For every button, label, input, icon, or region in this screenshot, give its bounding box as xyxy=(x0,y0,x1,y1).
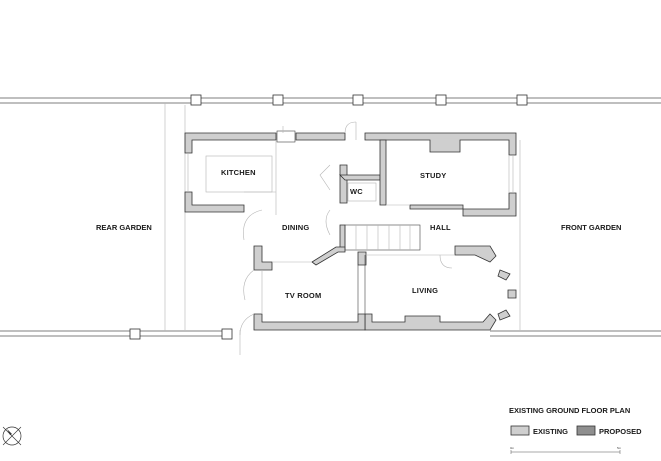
dining-label: DINING xyxy=(282,223,309,232)
north-arrow-icon xyxy=(2,426,22,446)
wc-label: WC xyxy=(350,187,363,196)
interior-lines xyxy=(187,121,514,336)
existing-walls xyxy=(184,132,517,331)
legend-proposed-label: PROPOSED xyxy=(599,427,642,436)
fence-post xyxy=(272,94,284,106)
legend: EXISTING GROUND FLOOR PLAN EXISTING PROP… xyxy=(509,406,642,436)
legend-existing-swatch xyxy=(510,425,530,436)
rear-garden-label: REAR GARDEN xyxy=(96,223,152,232)
legend-existing-label: EXISTING xyxy=(533,427,568,436)
front-garden-label: FRONT GARDEN xyxy=(561,223,621,232)
fence-post xyxy=(435,94,447,106)
tv-room-label: TV ROOM xyxy=(285,291,321,300)
living-label: LIVING xyxy=(412,286,438,295)
hall-label: HALL xyxy=(430,223,451,232)
bottom-boundary-fence xyxy=(0,328,661,340)
scale-end: 5m xyxy=(617,446,622,450)
legend-proposed-swatch xyxy=(576,425,596,436)
top-boundary-fence xyxy=(0,94,661,106)
fence-post xyxy=(190,94,202,106)
scale-start: 0m xyxy=(510,446,515,450)
fence-post xyxy=(352,94,364,106)
scale-bar: 0m 5m xyxy=(510,446,622,454)
room-labels: KITCHEN WC STUDY DINING HALL TV ROOM LIV… xyxy=(221,168,451,300)
fence-post xyxy=(516,94,528,106)
kitchen-label: KITCHEN xyxy=(221,168,256,177)
study-label: STUDY xyxy=(420,171,446,180)
legend-title: EXISTING GROUND FLOOR PLAN xyxy=(509,406,630,415)
staircase xyxy=(344,224,421,251)
fence-post xyxy=(221,328,233,340)
fence-post xyxy=(129,328,141,340)
